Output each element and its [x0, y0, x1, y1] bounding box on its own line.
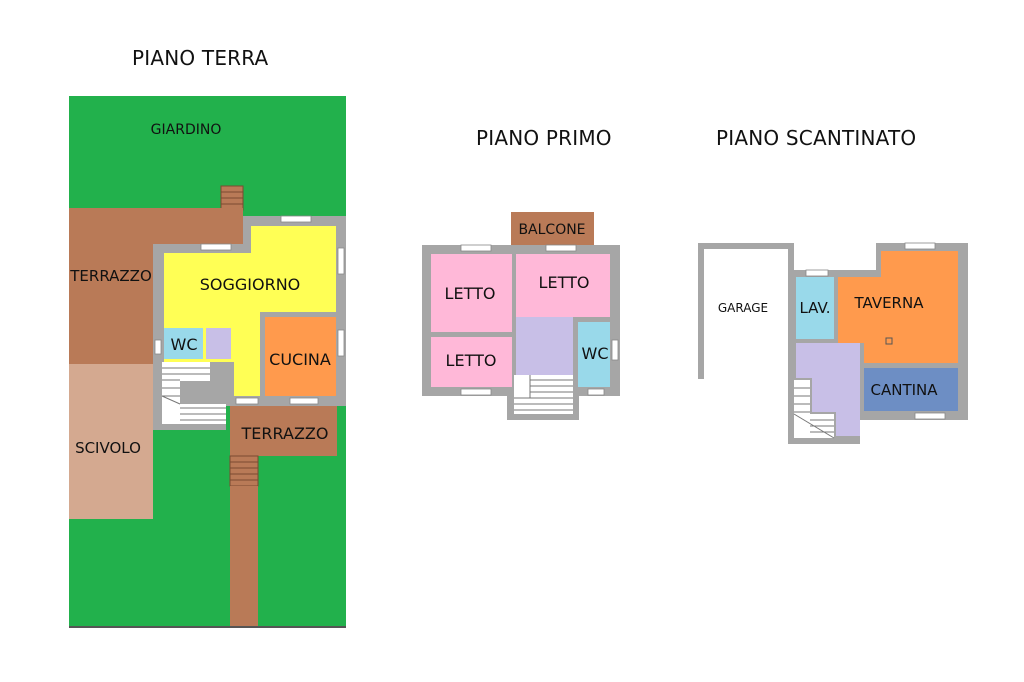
ground-closet-area	[206, 328, 231, 359]
window	[904, 242, 936, 250]
window	[611, 339, 619, 361]
window	[587, 388, 605, 396]
first-hall-area	[516, 317, 573, 375]
laundry-label: LAV.	[799, 299, 830, 317]
ground-wc-area	[164, 328, 203, 359]
balcony-area	[511, 212, 594, 245]
garden-steps	[220, 185, 244, 211]
garage-area	[704, 249, 788, 379]
first-wc-area	[578, 322, 610, 387]
window	[280, 215, 312, 223]
basement-floor-plan: GARAGE LAV. TAVERNA CANTINA	[698, 242, 968, 444]
terrace-bottom-label: TERRAZZO	[241, 424, 329, 443]
first-wc-label: WC	[582, 344, 609, 363]
garden-label: GIARDINO	[151, 122, 222, 138]
bedroom-1-area	[431, 254, 512, 332]
basement-floor-title: PIANO SCANTINATO	[716, 126, 917, 150]
window	[545, 244, 577, 252]
terrace-left-area	[69, 208, 243, 364]
window	[460, 388, 492, 396]
ramp-area	[69, 364, 153, 519]
window	[154, 339, 162, 355]
window	[337, 247, 345, 275]
ground-floor-plan: GIARDINO TERRAZZO SOGGIORNO WC CUCINA SC…	[69, 96, 346, 628]
first-staircase	[514, 375, 573, 414]
window	[235, 397, 259, 405]
window	[914, 412, 946, 420]
kitchen-label: CUCINA	[269, 350, 331, 369]
window	[289, 397, 319, 405]
cellar-label: CANTINA	[870, 381, 938, 399]
ground-staircase	[161, 362, 226, 424]
window	[200, 243, 232, 251]
bedroom-3-area	[431, 337, 512, 387]
garage-label: GARAGE	[718, 301, 768, 315]
terrace-bottom-area	[230, 406, 337, 456]
bedroom-2-label: LETTO	[539, 273, 590, 292]
garden-path	[229, 455, 259, 627]
kitchen-area	[265, 317, 336, 396]
first-floor-title: PIANO PRIMO	[476, 126, 612, 150]
cellar-area	[864, 368, 958, 411]
tavern-label: TAVERNA	[854, 294, 925, 312]
bedroom-3-label: LETTO	[446, 351, 497, 370]
window	[805, 269, 829, 277]
window	[337, 329, 345, 357]
laundry-area	[796, 277, 834, 339]
terrace-left-label: TERRAZZO	[69, 267, 152, 285]
living-room-label: SOGGIORNO	[200, 275, 301, 294]
bedroom-1-label: LETTO	[445, 284, 496, 303]
window	[460, 244, 492, 252]
tavern-area	[838, 251, 958, 363]
balcony-label: BALCONE	[518, 222, 585, 238]
basement-staircase	[793, 380, 835, 439]
first-floor-plan: BALCONE LETTO LETTO LETTO WC	[422, 212, 620, 420]
pillar-icon	[885, 337, 893, 345]
ramp-label: SCIVOLO	[75, 439, 141, 457]
basement-hall-area	[796, 343, 860, 436]
bedroom-2-area	[516, 254, 610, 317]
ground-wc-label: WC	[171, 335, 198, 354]
ground-floor-title: PIANO TERRA	[132, 46, 269, 70]
